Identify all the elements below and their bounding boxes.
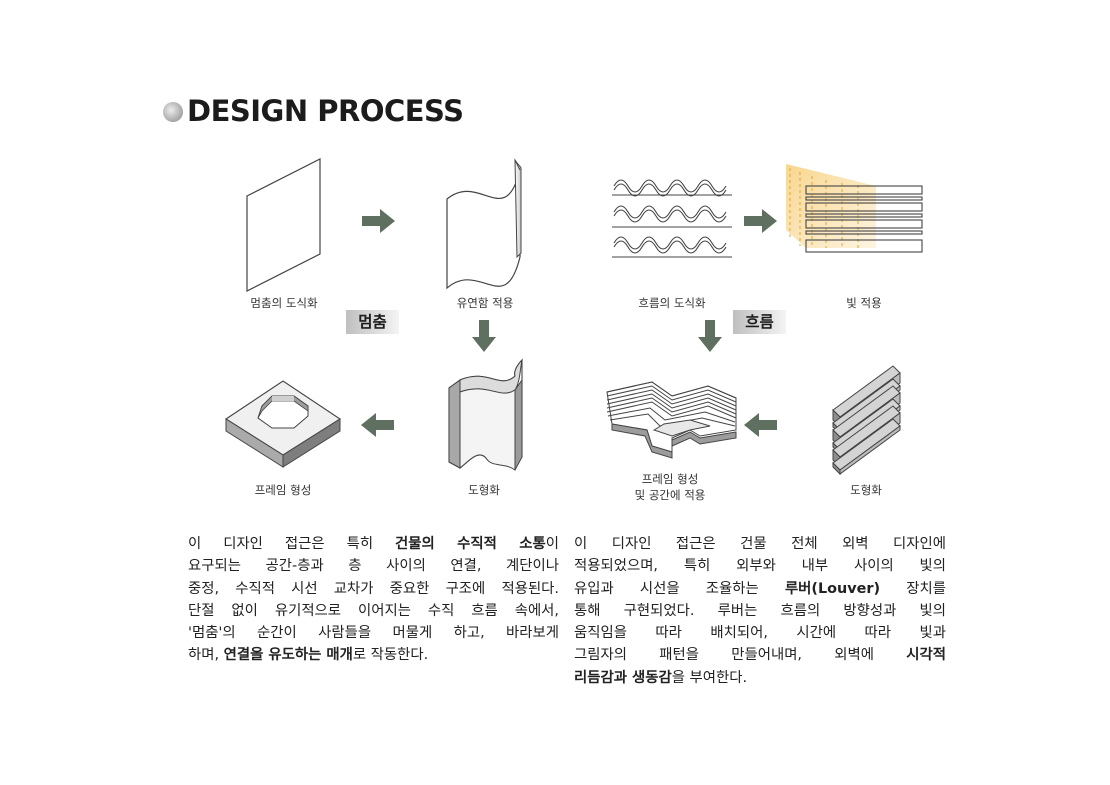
text-line: 움직임을 따라 배치되어, 시간에 따라 빛과 [574,625,946,642]
step-label-frame-right-line1: 프레임 형성 [641,472,699,486]
arrow-right-icon [362,209,395,233]
text-line: 요구되는 공간-층과 층 사이의 연결, 계단이나 [188,558,559,575]
layered-frame-shape [606,381,737,459]
text-line: 하며, 연결을 유도하는 매개로 작동한다. [188,647,429,664]
step-label-pause-diagram: 멈춤의 도식화 [250,296,318,310]
arrow-down-icon [698,320,722,352]
step-label-frame-left: 프레임 형성 [254,483,312,497]
tag-flow: 흐름 [733,310,786,334]
description-left: 이 디자인 접근은 특히 건물의 수직적 소통이 요구되는 공간-층과 층 사이… [188,533,559,667]
text-line: 통해 구현되었다. 루버는 흐름의 방향성과 빛의 [574,602,946,619]
text-line: 적용되었으며, 특히 외부와 내부 사이의 빛의 [574,558,946,575]
step-label-flow-diagram: 흐름의 도식화 [638,296,706,310]
tag-pause: 멈춤 [346,310,399,334]
extruded-block-shape [448,358,523,471]
step-label-frame-right: 프레임 형성 및 공간에 적용 [610,471,730,503]
step-label-flexibility: 유연함 적용 [456,296,514,310]
text-line: 이 디자인 접근은 건물 전체 외벽 디자인에 [574,536,946,552]
page-title: DESIGN PROCESS [187,94,464,128]
arrow-right-icon [744,209,777,233]
frame-opening-shape [224,380,342,468]
text-line: 그림자의 패턴을 만들어내며, 외벽에 시각적 [574,647,946,664]
step-label-shaping-right: 도형화 [850,483,882,497]
text-line: 중정, 수직적 시선 교차가 중요한 구조에 적용된다. [188,580,559,597]
flat-panel-shape [246,158,321,292]
curved-panel-shape [446,158,522,290]
text-line: 유입과 시선을 조율하는 루버(Louver) 장치를 [574,580,947,597]
bullet-dot-icon [163,102,183,122]
louver-bars-shape [832,365,901,476]
text-line: 이 디자인 접근은 특히 건물의 수직적 소통이 [188,536,560,552]
step-label-shaping-left: 도형화 [468,483,500,497]
step-label-light: 빛 적용 [846,296,882,310]
light-louver-shape [786,164,923,253]
arrow-down-icon [472,320,496,352]
text-line: 단절 없이 유기적으로 이어지는 수직 흐름 속에서, [188,602,559,619]
step-label-frame-right-line2: 및 공간에 적용 [634,488,706,502]
arrow-left-icon [744,413,777,437]
arrow-left-icon [361,413,394,437]
wave-lines-shape [612,179,732,258]
text-line: '멈춤'의 순간이 사람들을 머물게 하고, 바라보게 [188,625,559,642]
description-right: 이 디자인 접근은 건물 전체 외벽 디자인에 적용되었으며, 특히 외부와 내… [574,533,946,689]
text-line: 리듬감과 생동감을 부여한다. [574,669,748,686]
